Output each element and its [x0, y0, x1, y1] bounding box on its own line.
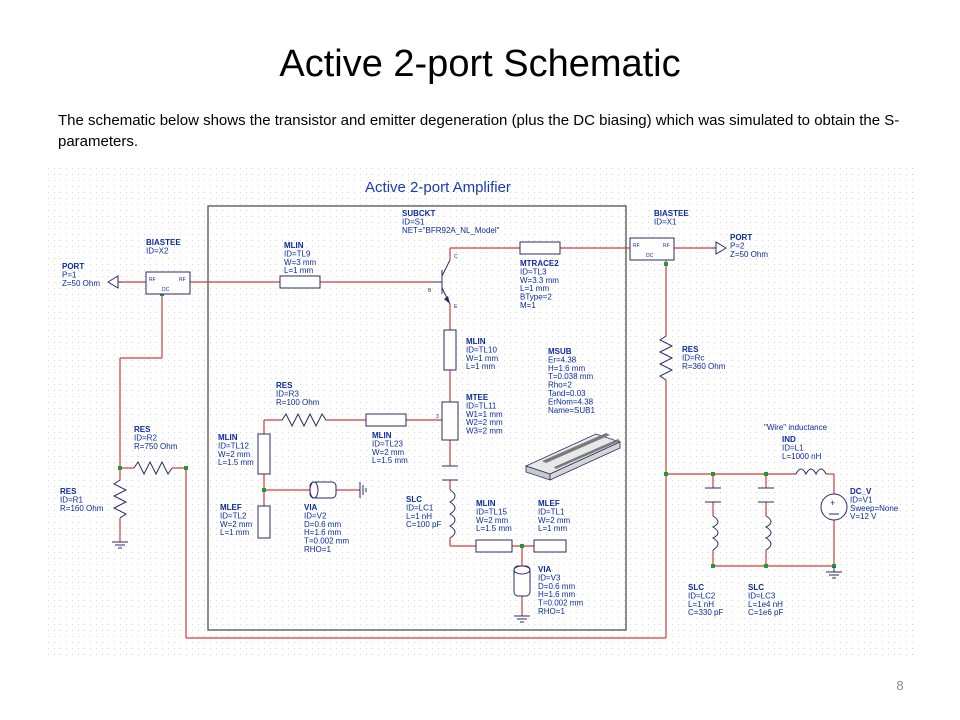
svg-text:RF: RF — [633, 243, 640, 249]
mlin-tl12-symbol — [257, 433, 271, 475]
mlin-tl9-symbol — [279, 275, 321, 289]
slc-lc1-symbol — [442, 465, 458, 539]
res-r2-symbol — [133, 460, 173, 476]
grid-background — [48, 168, 918, 656]
mlin-tl10-symbol — [443, 329, 457, 371]
mtee-tl11-symbol: 3 — [436, 401, 459, 441]
slc-lc3-symbol — [758, 487, 774, 551]
port1-symbol — [107, 275, 122, 289]
ground-supply-icon — [826, 566, 842, 579]
ground-r1-icon — [112, 541, 128, 549]
page-number: 8 — [896, 678, 904, 693]
transistor-s1-symbol: C B E — [428, 254, 458, 310]
wires — [119, 247, 835, 639]
res-r3-symbol — [281, 412, 327, 428]
biastee-x1-symbol: RF RF DC — [629, 237, 675, 261]
ind-l1-symbol — [795, 468, 827, 476]
svg-text:RF: RF — [149, 277, 156, 283]
svg-text:+: + — [830, 498, 835, 508]
svg-text:DC: DC — [646, 253, 654, 259]
slide-body-text: The schematic below shows the transistor… — [58, 112, 900, 150]
res-rc-symbol — [658, 335, 674, 381]
svg-text:C: C — [454, 254, 458, 260]
mlin-tl23-symbol — [365, 413, 407, 427]
via-v3-symbol — [513, 565, 531, 623]
svg-text:E: E — [454, 304, 458, 310]
schematic-title: Active 2-port Amplifier — [365, 179, 511, 196]
amplifier-boundary — [207, 205, 627, 631]
svg-text:RF: RF — [663, 243, 670, 249]
wire-inductance-annotation: "Wire" inductance — [764, 423, 828, 432]
svg-text:RF: RF — [179, 277, 186, 283]
dcv-v1-symbol: + — [820, 493, 848, 521]
slc-lc2-symbol — [705, 487, 721, 551]
biastee-x2-symbol: RF RF DC — [145, 271, 191, 295]
port2-symbol — [712, 241, 727, 255]
svg-text:B: B — [428, 288, 432, 294]
via-v2-symbol — [309, 481, 367, 499]
slide-title: Active 2-port Schematic — [279, 43, 681, 85]
svg-text:3: 3 — [436, 414, 439, 420]
msub-substrate-icon — [524, 433, 622, 481]
mtrace2-tl3-symbol — [519, 241, 561, 255]
mlef-tl1-symbol — [533, 539, 567, 553]
mlin-tl15-symbol — [475, 539, 513, 553]
mlef-tl2-symbol — [257, 505, 271, 539]
res-r1-symbol — [112, 479, 128, 519]
schematic-diagram: Active 2-port Amplifier — [48, 168, 918, 656]
svg-text:DC: DC — [162, 287, 170, 293]
